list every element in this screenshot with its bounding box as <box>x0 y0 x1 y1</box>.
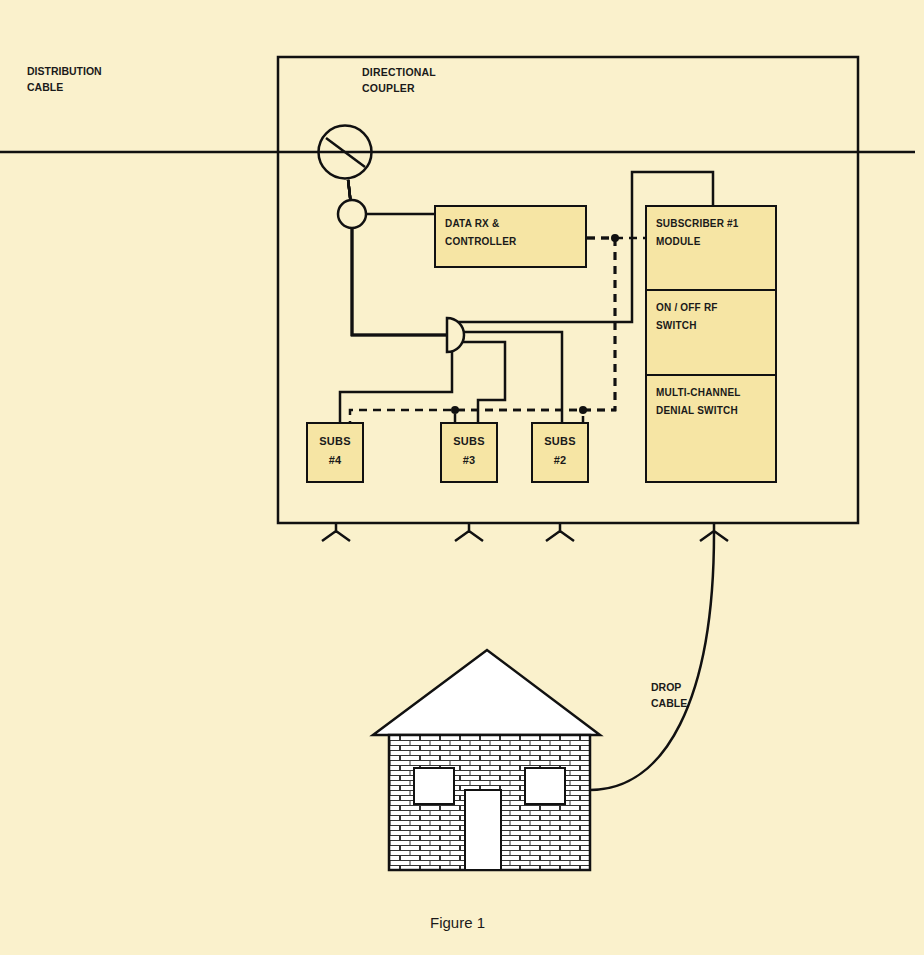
node-label: SUBS #3 <box>451 432 487 471</box>
node-label: ON / OFF RF SWITCH <box>656 299 726 334</box>
junction-dot <box>611 234 619 242</box>
house <box>373 650 600 870</box>
two-way-splitter <box>338 200 366 228</box>
switch-box: MULTI-CHANNEL DENIAL SWITCH <box>645 374 777 483</box>
four-way-splitter <box>447 318 464 352</box>
tap-housing <box>278 57 858 523</box>
coupler-outline <box>317 124 373 180</box>
control-line <box>583 238 615 422</box>
directional-coupler: DIRECTIONAL COUPLER <box>317 124 373 180</box>
f-connectors <box>322 523 728 541</box>
module-box: SUBSCRIBER #1 MODULE <box>645 205 777 291</box>
junction-dot <box>579 406 587 414</box>
node-label: SUBS #2 <box>542 432 578 471</box>
cable-label: DROP CABLE <box>651 680 711 712</box>
controller-box: DATA RX & CONTROLLER <box>434 205 587 268</box>
subscriber-box: SUBS #4 <box>306 422 364 483</box>
distribution-cable <box>0 151 915 154</box>
switch-box: ON / OFF RF SWITCH <box>645 289 777 376</box>
node-label: DIRECTIONAL COUPLER <box>362 64 462 97</box>
node-label: SUBSCRIBER #1 MODULE <box>656 215 746 250</box>
figure-caption: Figure 1 <box>430 912 485 935</box>
subscriber-box: SUBS #2 <box>531 422 589 483</box>
node-label: MULTI-CHANNEL DENIAL SWITCH <box>656 384 751 419</box>
drop-cable <box>590 533 714 790</box>
node-label: DATA RX & CONTROLLER <box>445 215 545 250</box>
subscriber-box: SUBS #3 <box>440 422 498 483</box>
cable-label: DISTRIBUTION CABLE <box>27 64 137 96</box>
node-label: SUBS #4 <box>317 432 353 471</box>
junction-dot <box>451 406 459 414</box>
